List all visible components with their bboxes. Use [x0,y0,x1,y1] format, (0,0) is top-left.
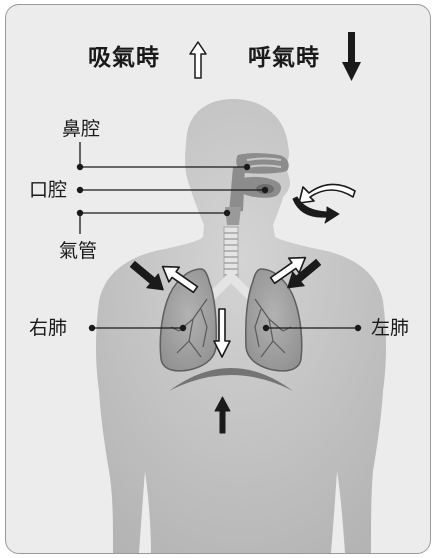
nasal-cavity-label: 鼻腔 [62,120,100,139]
exhale-down-arrow-icon [342,32,361,81]
oral-cavity-label: 口腔 [29,181,67,200]
respiratory-diagram [6,5,430,553]
exhale-label: 呼氣時 [248,47,320,70]
inhale-label: 吸氣時 [88,47,160,70]
left-lung-label: 左肺 [371,319,409,338]
diagram-frame: 吸氣時 呼氣時 鼻腔 口腔 氣管 右肺 左肺 [5,4,431,554]
trachea-label: 氣管 [59,242,97,261]
inhale-up-arrow-icon [190,42,206,78]
right-lung-label: 右肺 [29,319,67,338]
exhale-arrow-mouth-icon [293,197,339,223]
inhale-arrow-mouth-icon [299,184,355,203]
trachea-shape [224,227,238,279]
